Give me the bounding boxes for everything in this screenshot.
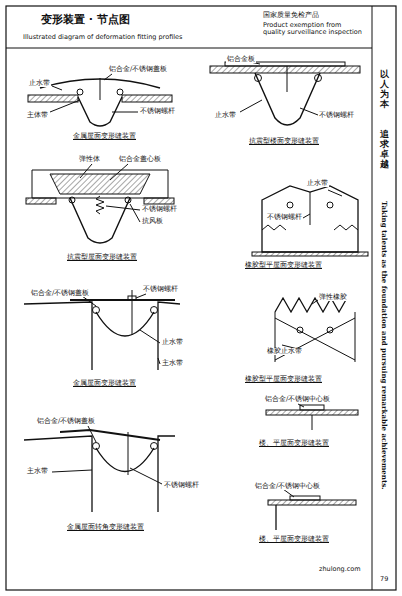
part-label: 铝合金/不锈钢盖板 — [108, 66, 168, 73]
part-label: 止水带 — [28, 80, 51, 87]
part-label: 铝合金盖心板 — [118, 156, 162, 163]
page-number: 79 — [379, 576, 389, 583]
part-label: 止水带 — [214, 112, 237, 119]
detail-caption: 橡胶型平屋面变形缝装置 — [244, 262, 323, 269]
detail-caption: 抗震型楼面变形缝装置 — [248, 138, 320, 145]
detail-caption: 抗震型屋面变形缝装置 — [66, 254, 138, 261]
badge-en: Product exemption from quality surveilla… — [262, 22, 364, 37]
watermark: zhulong.com — [318, 566, 362, 573]
part-label: 不锈钢螺杆 — [142, 286, 179, 293]
part-label: 抗风板 — [141, 218, 164, 225]
part-label: 弹性体 — [78, 156, 101, 163]
part-label: 橡胶止水带 — [266, 348, 303, 355]
sheet-title: 变形装置 · 节点图 — [40, 14, 131, 27]
part-label: 止水带 — [161, 339, 184, 346]
part-label: 铝合金板 — [226, 56, 256, 63]
motto: 追求卓越 — [379, 130, 390, 170]
detail-caption: 金属屋面转角变形缝装置 — [66, 524, 145, 531]
part-label: 止水带 — [306, 180, 329, 187]
part-label: 主体带 — [26, 112, 49, 119]
detail-caption: 金属屋面变形缝装置 — [72, 380, 137, 387]
part-label: 不锈钢螺杆 — [163, 482, 200, 489]
detail-caption: 橡胶型平屋面变形缝装置 — [244, 376, 323, 383]
part-label: 铝合金/不锈钢中心板 — [254, 483, 321, 490]
part-label: 主水带 — [161, 360, 184, 367]
motto: 以人为本 — [379, 70, 390, 110]
part-label: 铝合金/不锈钢盖板 — [30, 290, 90, 297]
part-label: 铝合金/不锈钢中心板 — [264, 396, 331, 403]
part-label: 主水带 — [26, 468, 49, 475]
detail-caption: 楼、平屋面变形缝装置 — [258, 440, 330, 447]
motto-en: Taking talents as the foundation and pur… — [380, 200, 388, 491]
detail-caption: 楼、平屋面变形缝装置 — [258, 536, 330, 543]
part-label: 弹性橡胶 — [318, 294, 348, 301]
part-label: 不锈钢螺杆 — [266, 214, 303, 221]
badge-title: 国家质量免检产品 — [262, 12, 320, 19]
detail-caption: 金属屋面变形缝装置 — [72, 133, 137, 140]
part-label: 不锈钢螺杆 — [141, 206, 178, 213]
subtitle-en: Illustrated diagram of deformation fitti… — [22, 34, 183, 41]
part-label: 不锈钢螺杆 — [139, 108, 176, 115]
part-label: 铝合金/不锈钢盖板 — [36, 418, 96, 425]
part-label: 不锈钢螺杆 — [318, 112, 355, 119]
